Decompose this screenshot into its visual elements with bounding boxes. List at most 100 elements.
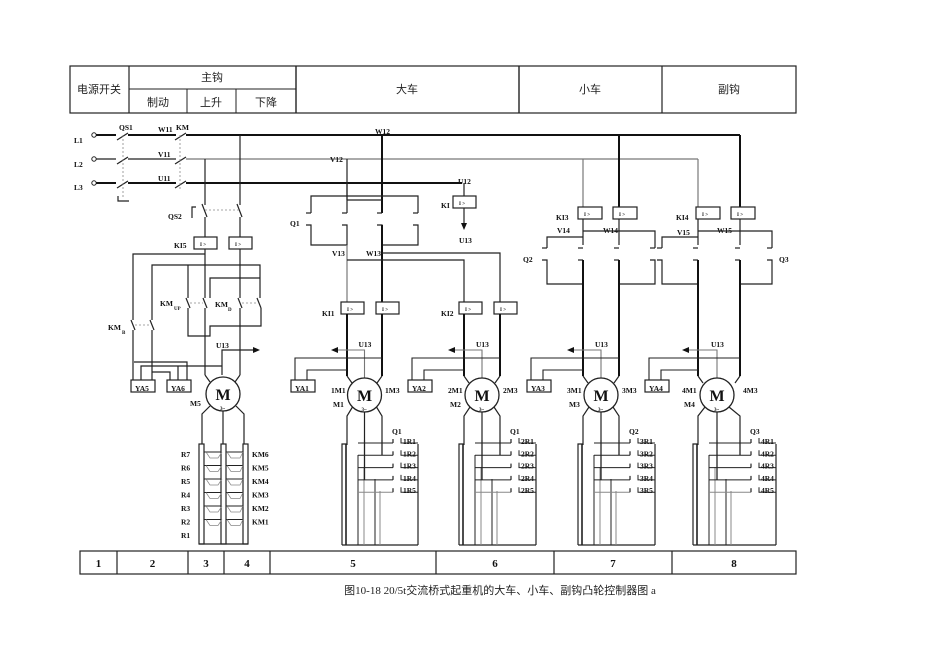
power-input: L1 L2 L3 QS1 W11 V11 U11 KM [74, 123, 189, 202]
resistor-tap [518, 474, 536, 481]
resistor-label: R7 [181, 450, 190, 459]
label-qs1: QS1 [119, 123, 133, 132]
resistor-label: 1R4 [403, 474, 416, 483]
label-ki: KI [441, 201, 450, 210]
label-km-b: KM [108, 323, 121, 332]
label-u13: U13 [359, 340, 372, 349]
controller-label: Q1 [510, 427, 520, 436]
arrow-icon [448, 347, 455, 353]
header-power-switch: 电源开关 [77, 82, 121, 96]
resistor-tap [518, 462, 536, 469]
label-km-b-sub: B [122, 331, 126, 336]
label-w12: W12 [375, 127, 390, 136]
label-u13: U13 [476, 340, 489, 349]
main-bus: W12 V12 U12 [186, 127, 740, 186]
contact-arc [205, 451, 223, 459]
resistor-tap [637, 462, 655, 469]
resistor-tap [400, 487, 418, 493]
resistor-label: 1R3 [403, 462, 416, 471]
motor-phase: 3~ [220, 407, 226, 412]
resistor-label: 2R2 [521, 449, 534, 458]
motor-phase: 3~ [479, 408, 485, 413]
resistor-tap [518, 438, 536, 444]
motor-terminal-right: 2M3 [503, 386, 518, 395]
resistor-label: 3R2 [640, 449, 653, 458]
label-u13-ki: U13 [459, 236, 472, 245]
contact-arc [205, 465, 223, 472]
arrow-icon [682, 347, 689, 353]
motor-symbol: M [709, 388, 724, 405]
zone-number: 5 [350, 558, 356, 570]
contactor-label: KM4 [252, 477, 269, 486]
brake-label: YA3 [531, 384, 545, 393]
motor-name: M4 [684, 400, 695, 409]
motor-terminal-right: 3M3 [622, 386, 637, 395]
bridge-circuit: Q1 V13 W13 I > KI U13 [290, 135, 501, 302]
resistor-label: 4R4 [761, 474, 774, 483]
relay-symbol: I > [465, 308, 471, 313]
resistor-label: 1R2 [403, 449, 416, 458]
resistor-label: 4R1 [761, 437, 774, 446]
label-km: KM [176, 123, 189, 132]
zone-number: 1 [96, 558, 102, 570]
main-hook-circuit: QS2 I > I > KI5 KM UP KM D K [108, 135, 269, 545]
figure-caption: 图10-18 20/5t交流桥式起重机的大车、小车、副钩凸轮控制器图 a [344, 583, 656, 597]
brake-label: YA4 [649, 384, 663, 393]
contact-arc [226, 451, 244, 459]
label-ki5: KI5 [174, 241, 187, 250]
controller-label: Q3 [750, 427, 760, 436]
resistor-label: 3R5 [640, 486, 653, 495]
brake-coil [290, 379, 316, 393]
motor-phase: 3~ [362, 408, 368, 413]
label-q2: Q2 [523, 255, 533, 264]
header-trolley: 小车 [579, 82, 601, 96]
motor-terminal-left: 2M1 [448, 386, 463, 395]
contact-arc [226, 519, 244, 526]
label-ki2: KI2 [441, 309, 454, 318]
resistor-label: R3 [181, 504, 190, 513]
resistor-label: 3R4 [640, 474, 653, 483]
motor-terminal-right: 1M3 [385, 386, 400, 395]
overcurrent-relays: I > I > I > I > KI1 KI2 [322, 301, 518, 376]
relay-symbol: I > [200, 243, 206, 248]
zone-number: 7 [610, 558, 616, 570]
relay-symbol: I > [382, 308, 388, 313]
zone-number: 4 [244, 558, 250, 570]
arrow-icon [331, 347, 338, 353]
relay-symbol: I > [459, 202, 465, 207]
resistor-tap [400, 438, 418, 444]
label-u12: U12 [458, 177, 471, 186]
resistor-label: R6 [181, 464, 190, 473]
brake-ya5: YA5 [135, 384, 149, 393]
contact-arc [226, 465, 244, 472]
label-l2: L2 [74, 160, 83, 169]
resistor-tap [518, 487, 536, 493]
resistor-tap [758, 438, 776, 444]
label-w11: W11 [158, 125, 173, 134]
contact-arc [226, 478, 244, 486]
label-km-d-sub: D [228, 308, 232, 313]
resistor-tap [758, 450, 776, 456]
label-v15: V15 [677, 228, 690, 237]
contactor-label: KM1 [252, 518, 269, 527]
label-v11: V11 [158, 150, 171, 159]
label-km-up: KM [160, 299, 173, 308]
brake-label: YA1 [295, 384, 309, 393]
relay-symbol: I > [584, 213, 590, 218]
controller-label: Q1 [392, 427, 402, 436]
contact-arc [205, 478, 223, 486]
zone-number: 3 [203, 558, 209, 570]
resistor-tap [400, 474, 418, 481]
resistor-label: R4 [181, 491, 190, 500]
header-table: 电源开关 主钩 制动 上升 下降 大车 小车 副钩 [69, 65, 797, 114]
brake-ya6: YA6 [171, 384, 185, 393]
brake-coil [644, 379, 670, 393]
label-qs2: QS2 [168, 212, 182, 221]
motor-name: M3 [569, 400, 580, 409]
label-u13: U13 [595, 340, 608, 349]
header-bridge: 大车 [396, 82, 418, 96]
label-v12: V12 [330, 155, 343, 164]
